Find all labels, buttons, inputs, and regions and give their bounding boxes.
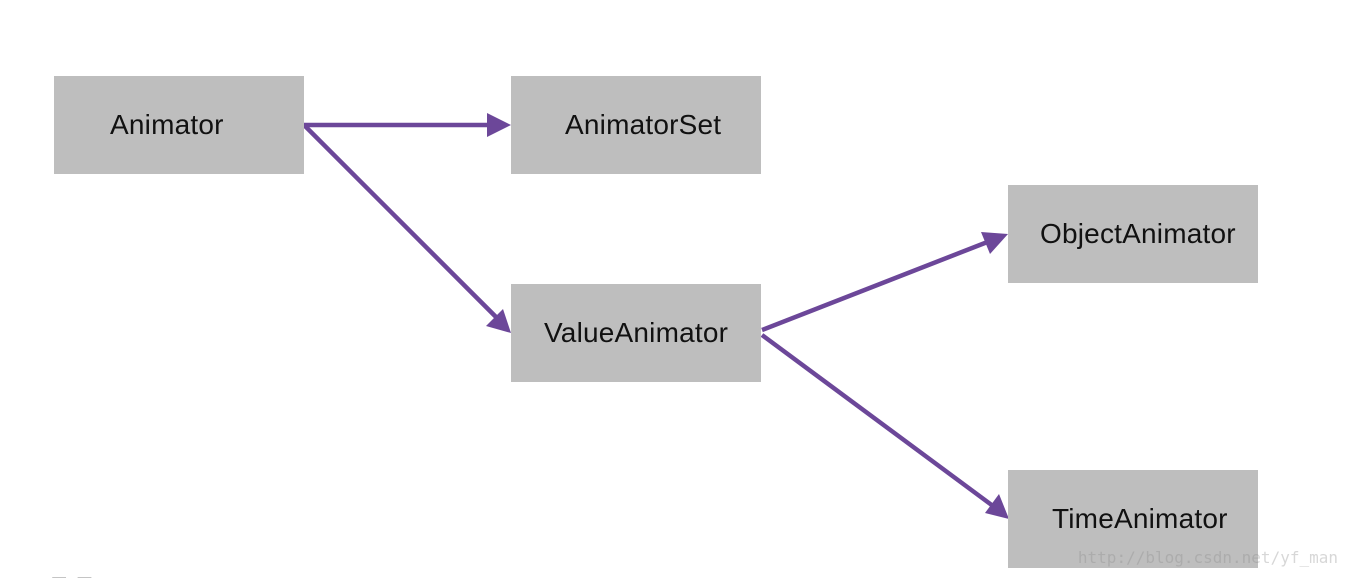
node-timeanimator: TimeAnimator	[1008, 470, 1258, 568]
node-label: TimeAnimator	[1052, 503, 1228, 534]
edge-animator-to-valueanimator	[302, 123, 511, 333]
arrowhead	[487, 113, 511, 137]
node-label: AnimatorSet	[565, 109, 722, 140]
edge-valueanimator-to-timeanimator	[760, 333, 1009, 519]
node-valueanimator: ValueAnimator	[511, 284, 761, 382]
node-label: ObjectAnimator	[1040, 218, 1236, 249]
edge-valueanimator-to-objectanimator	[761, 232, 1008, 333]
node-label: Animator	[110, 109, 224, 140]
node-animator: Animator	[54, 76, 304, 174]
watermark: http://blog.csdn.net/yf_man	[1077, 548, 1338, 567]
clipped-text-fragment: ⌐ ⌐	[50, 570, 140, 578]
arrowhead	[981, 232, 1008, 254]
arrowhead	[486, 309, 511, 333]
node-objectanimator: ObjectAnimator	[1008, 185, 1258, 283]
node-label: ValueAnimator	[544, 317, 729, 348]
node-animatorset: AnimatorSet	[511, 76, 761, 174]
arrowhead	[985, 494, 1009, 519]
edge-animator-to-animatorset	[304, 113, 511, 137]
